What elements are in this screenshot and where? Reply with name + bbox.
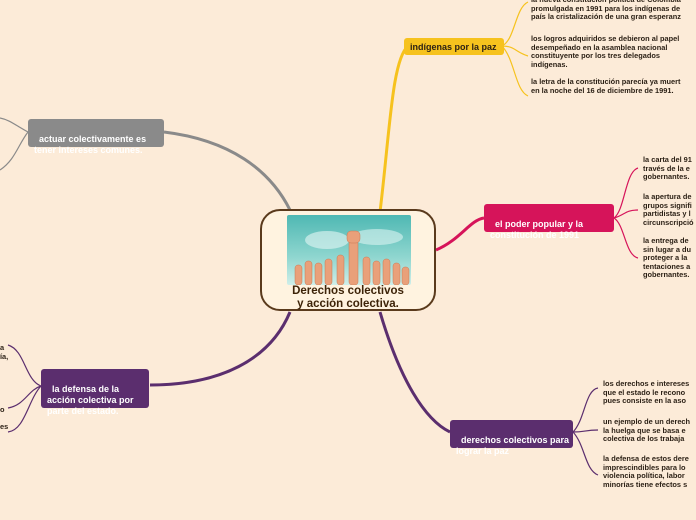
connector-actuar [164, 132, 290, 210]
leaf-indigenas-2[interactable]: los logros adquiridos se debieron al pap… [531, 35, 679, 69]
node-poder-popular[interactable]: el poder popular y la constitución de 19… [484, 204, 614, 232]
connector-derechos [380, 312, 450, 432]
connector-defensa [150, 312, 290, 385]
raised-hands-photo [287, 215, 411, 285]
connector-derechos-leaves [573, 388, 598, 475]
leaf-indigenas-3[interactable]: la letra de la constitución parecía ya m… [531, 78, 681, 95]
leaf-derechos-1[interactable]: los derechos e intereses que el estado l… [603, 380, 689, 406]
connector-defensa-leaves [8, 345, 41, 432]
leaf-derechos-2[interactable]: un ejemplo de un derech la huelga que se… [603, 418, 690, 444]
central-topic[interactable]: Derechos colectivos y acción colectiva. [260, 209, 436, 311]
node-defensa-accion-colectiva[interactable]: la defensa de la acción colectiva por pa… [41, 369, 149, 408]
node-indigenas-label: indígenas por la paz [410, 42, 497, 52]
node-indigenas-por-la-paz[interactable]: indígenas por la paz [404, 38, 504, 55]
connector-indigenas [380, 46, 408, 212]
node-actuar-label: actuar colectivamente es tener intereses… [34, 134, 146, 155]
leaf-poder-2[interactable]: la apertura de grupos signifi partidista… [643, 193, 694, 227]
connector-poder-leaves [614, 168, 638, 258]
leaf-poder-3[interactable]: la entrega de sin lugar a du proteger a … [643, 237, 691, 280]
leaf-defensa-3[interactable]: es [0, 423, 8, 432]
leaf-derechos-3[interactable]: la defensa de estos dere imprescindibles… [603, 455, 689, 489]
connector-poder [436, 218, 484, 250]
node-derechos-colectivos[interactable]: derechos colectivos para lograr la paz [450, 420, 573, 448]
connector-indigenas-leaves [502, 2, 528, 96]
leaf-indigenas-1[interactable]: la nueva constitución política de Colomb… [531, 0, 681, 22]
node-actuar-colectivamente[interactable]: actuar colectivamente es tener intereses… [28, 119, 164, 147]
leaf-defensa-1[interactable]: a ía, [0, 344, 8, 361]
central-title: Derechos colectivos y acción colectiva. [262, 285, 434, 311]
connector-actuar-leaves [0, 118, 28, 170]
leaf-poder-1[interactable]: la carta del 91 través de la e gobernant… [643, 156, 692, 182]
node-poder-label: el poder popular y la constitución de 19… [490, 219, 583, 240]
leaf-defensa-2[interactable]: o [0, 406, 5, 415]
